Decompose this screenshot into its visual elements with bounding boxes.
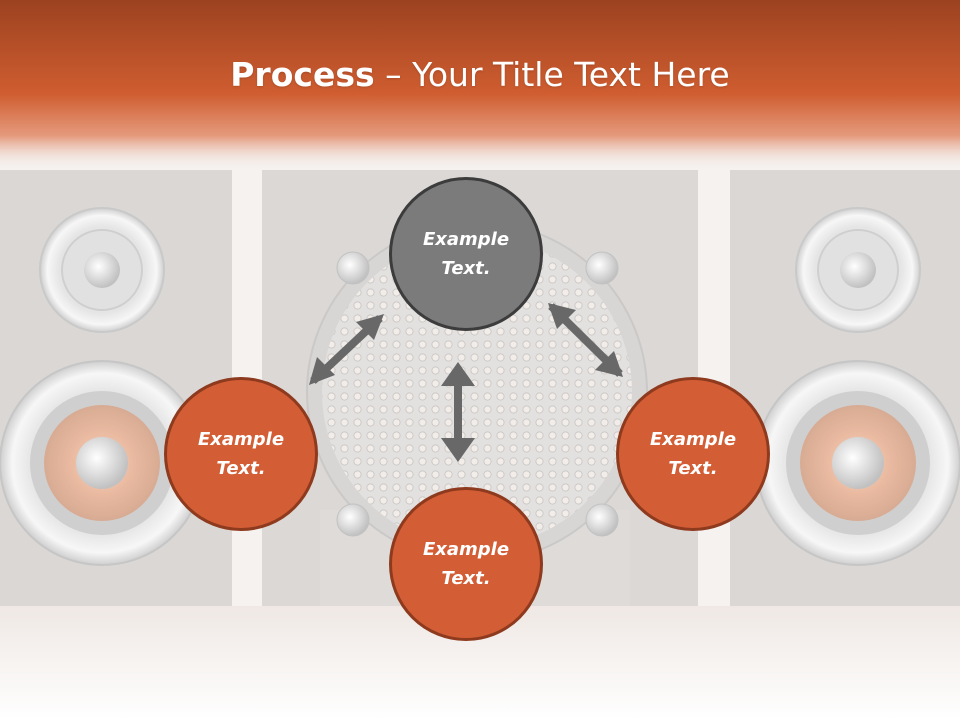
arrow-top-right [548, 303, 623, 377]
node-bottom-line1: Example [422, 539, 510, 560]
header-band [0, 0, 960, 170]
slide-title: Process – Your Title Text Here [0, 55, 960, 95]
node-top-line2: Text. [441, 258, 491, 279]
title-bold: Process [230, 55, 375, 94]
node-left-line2: Text. [216, 458, 266, 479]
title-rest: – Your Title Text Here [374, 55, 730, 94]
node-left-line1: Example [197, 429, 285, 450]
node-right-line1: Example [649, 429, 737, 450]
arrow-top-left [309, 314, 384, 385]
left-speaker-image [0, 170, 232, 606]
right-speaker-image [730, 170, 960, 606]
node-right-line2: Text. [668, 458, 718, 479]
node-bottom-line2: Text. [441, 568, 491, 589]
arrow-vertical [441, 362, 475, 462]
node-top-line1: Example [422, 229, 510, 250]
